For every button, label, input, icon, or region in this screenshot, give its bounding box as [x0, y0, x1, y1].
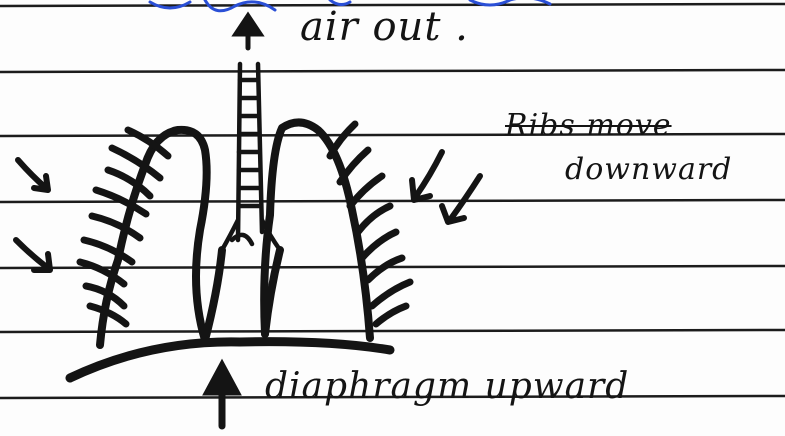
right-arrow-icon	[18, 160, 48, 190]
ribs-label-line1: Ribs move	[505, 104, 732, 148]
ribs-label-line2: downward	[505, 148, 732, 192]
down-left-arrow-icon	[442, 176, 480, 222]
right-arrow-icon	[16, 240, 50, 270]
ruled-line	[0, 70, 785, 72]
right-ribs	[330, 124, 410, 324]
ribs-label: Ribs move downward	[505, 104, 732, 192]
down-left-arrow-icon	[412, 152, 442, 200]
up-arrow-icon	[236, 16, 260, 48]
ruled-line	[0, 330, 785, 332]
left-lung	[100, 130, 222, 345]
up-arrow-icon	[208, 366, 236, 426]
right-lung	[264, 122, 370, 338]
diaphragm-label: diaphragm upward	[265, 366, 629, 407]
left-ribs	[80, 130, 168, 324]
air-out-label: air out .	[300, 4, 469, 50]
